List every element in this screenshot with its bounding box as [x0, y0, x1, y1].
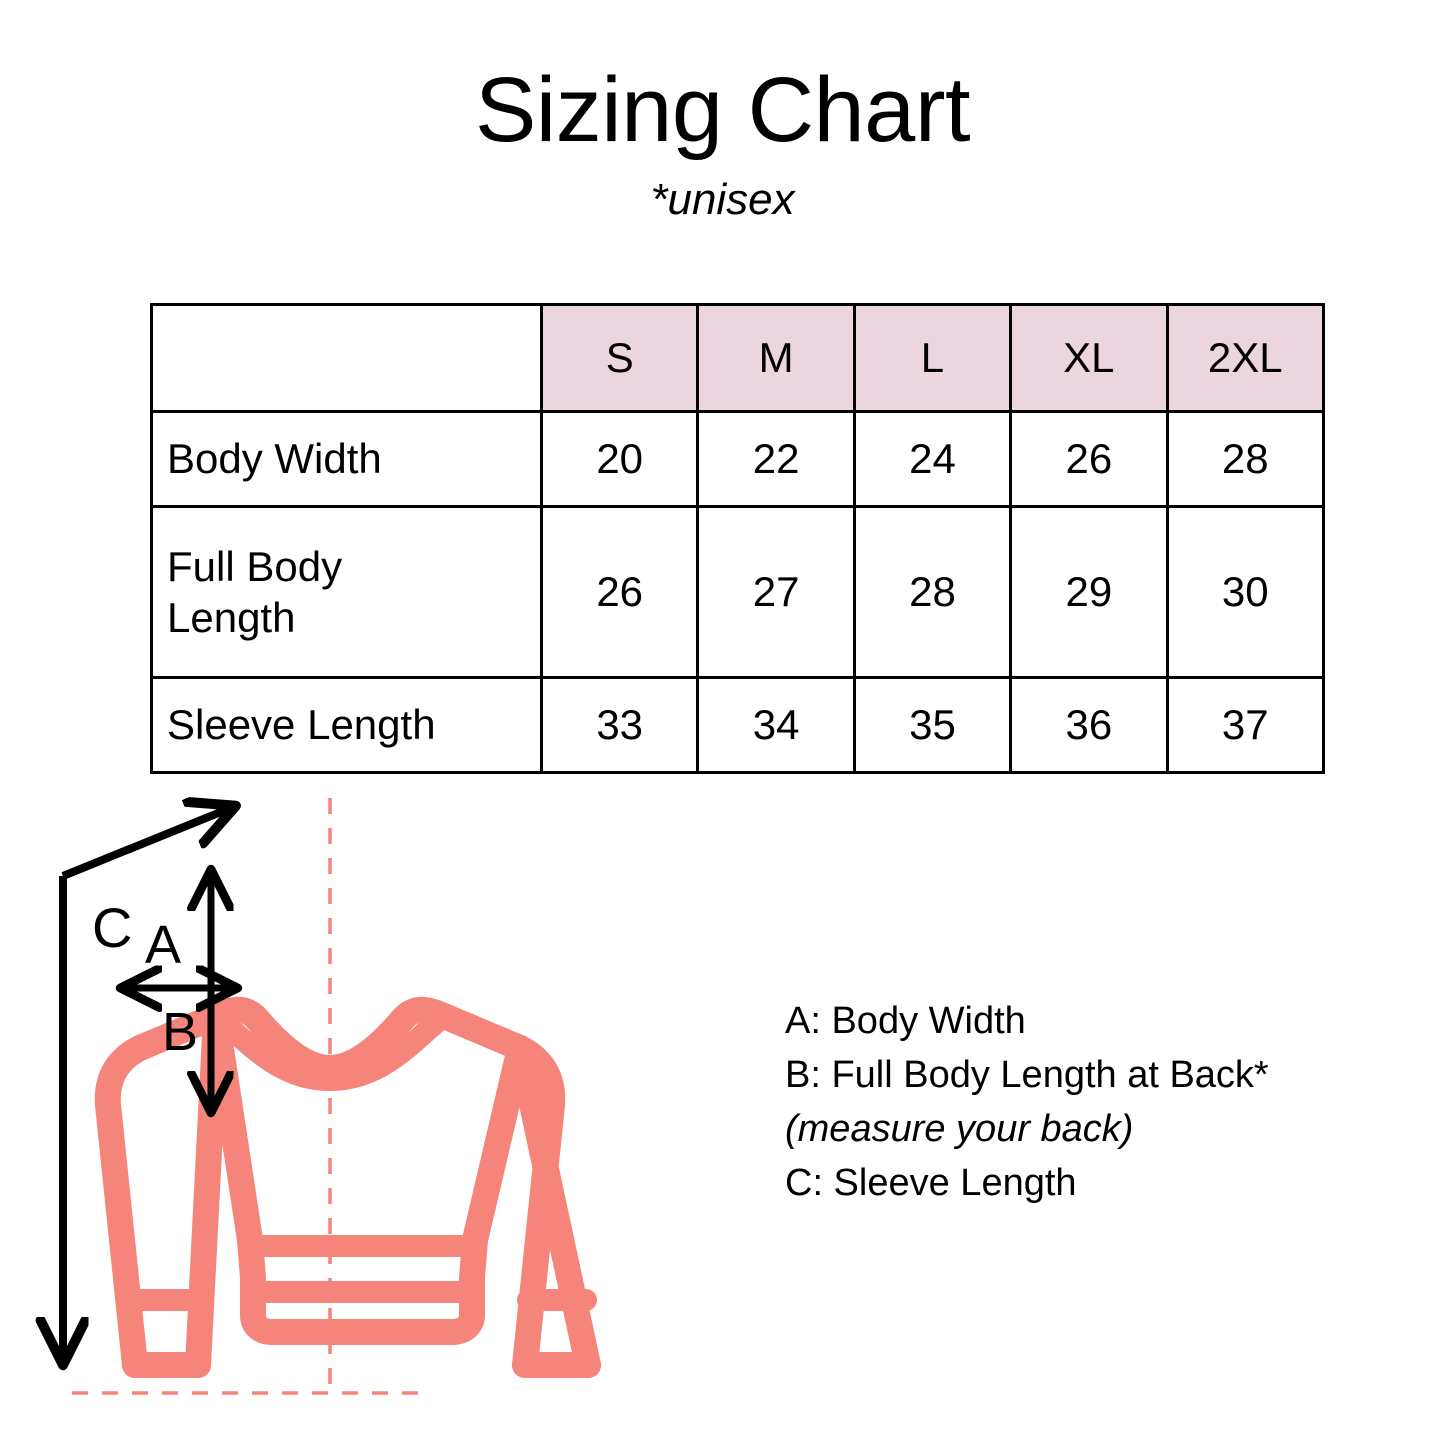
measurement-c-arrow [63, 807, 233, 1362]
row-label-body-width: Body Width [150, 410, 543, 508]
sizing-table-container: S M L XL 2XL Body Width 20 22 24 26 28 F… [150, 303, 1325, 774]
row-label-line-1: Body Width [167, 435, 382, 483]
centerline-guides [72, 798, 420, 1395]
measurement-legend: A: Body Width B: Full Body Length at Bac… [785, 995, 1405, 1211]
cell-sleeve-length-xl: 36 [1009, 676, 1169, 774]
row-label-full-body-length: Full Body Length [150, 505, 543, 679]
table-corner-cell [150, 303, 543, 413]
cell-body-width-m: 22 [696, 410, 856, 508]
garment-measurement-diagram: C A B [20, 780, 700, 1420]
cell-full-body-length-xl: 29 [1009, 505, 1169, 679]
table-row-body-width: Body Width 20 22 24 26 28 [150, 410, 1325, 508]
column-header-l: L [852, 303, 1013, 413]
page-title: Sizing Chart [474, 59, 971, 161]
cell-body-width-s: 20 [539, 410, 700, 508]
cell-sleeve-length-l: 35 [852, 676, 1013, 774]
column-header-s: S [539, 303, 700, 413]
row-label-line-2: Length [167, 594, 296, 641]
title-block: Sizing Chart *unisex [0, 62, 1445, 225]
column-header-xl: XL [1009, 303, 1169, 413]
cell-body-width-xl: 26 [1009, 410, 1169, 508]
row-label-line-1: Sleeve Length [167, 701, 436, 749]
cell-body-width-2xl: 28 [1165, 410, 1325, 508]
page-subtitle: *unisex [650, 174, 795, 224]
cell-sleeve-length-s: 33 [539, 676, 700, 774]
row-label-line-1: Full Body [167, 542, 343, 590]
table-row-sleeve-length: Sleeve Length 33 34 35 36 37 [150, 676, 1325, 774]
marker-label-b: B [162, 1002, 198, 1062]
column-header-2xl: 2XL [1165, 303, 1325, 413]
legend-item-c: C: Sleeve Length [785, 1161, 1077, 1204]
column-header-m: M [696, 303, 856, 413]
table-row-full-body-length: Full Body Length 26 27 28 29 30 [150, 505, 1325, 679]
cell-body-width-l: 24 [852, 410, 1013, 508]
marker-label-a: A [145, 915, 181, 975]
sweater-illustration [94, 996, 601, 1378]
cell-full-body-length-l: 28 [852, 505, 1013, 679]
sizing-table: S M L XL 2XL Body Width 20 22 24 26 28 F… [150, 303, 1325, 774]
cell-full-body-length-m: 27 [696, 505, 856, 679]
cell-full-body-length-2xl: 30 [1165, 505, 1325, 679]
legend-item-b-note: (measure your back) [785, 1107, 1134, 1150]
legend-item-b: B: Full Body Length at Back* [785, 1053, 1269, 1096]
cell-full-body-length-s: 26 [539, 505, 700, 679]
cell-sleeve-length-m: 34 [696, 676, 856, 774]
row-label-sleeve-length: Sleeve Length [150, 676, 543, 774]
marker-label-c: C [92, 896, 132, 959]
table-header-row: S M L XL 2XL [150, 303, 1325, 413]
cell-sleeve-length-2xl: 37 [1165, 676, 1325, 774]
legend-item-a: A: Body Width [785, 1000, 1026, 1042]
